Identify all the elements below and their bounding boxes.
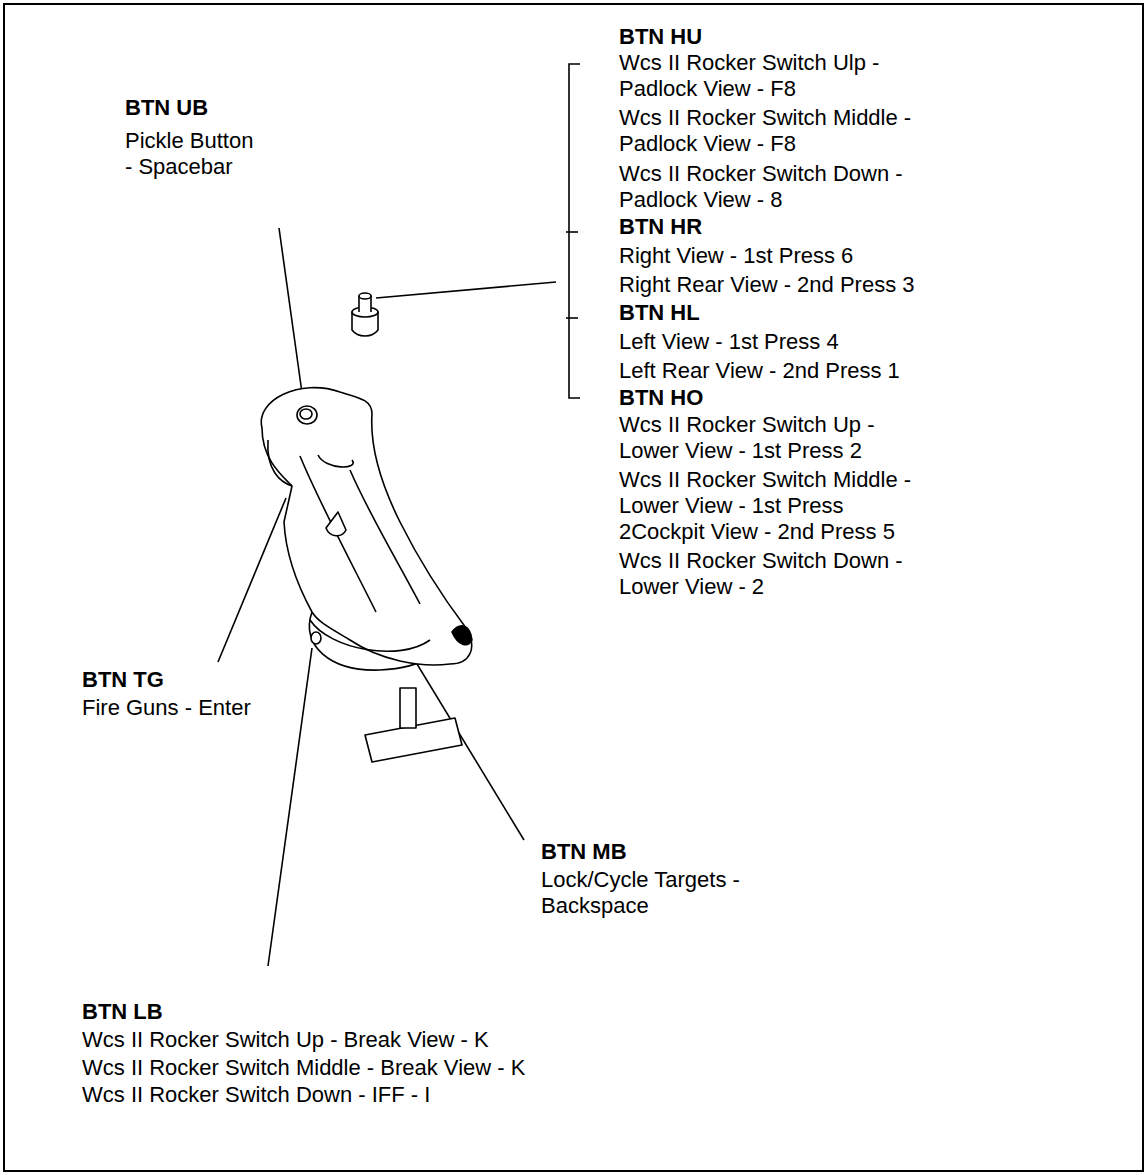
function-label: Right View - 1st Press 6 — [619, 243, 853, 269]
button-name: BTN HU — [619, 24, 702, 50]
function-label: Backspace — [541, 893, 649, 919]
function-label: Lock/Cycle Targets - — [541, 867, 740, 893]
function-label: Wcs II Rocker Switch Middle - — [619, 467, 911, 493]
button-name: BTN TG — [82, 667, 164, 693]
function-label: Wcs II Rocker Switch Down - — [619, 161, 903, 187]
button-name: BTN UB — [125, 95, 208, 121]
function-label: Fire Guns - Enter — [82, 695, 251, 721]
function-label: 2Cockpit View - 2nd Press 5 — [619, 519, 895, 545]
function-label: Wcs II Rocker Switch Up - — [619, 412, 874, 438]
function-label: Wcs II Rocker Switch Up - Break View - K — [82, 1027, 489, 1053]
function-label: Wcs II Rocker Switch Ulp - — [619, 50, 879, 76]
frame — [4, 4, 1143, 1171]
leader-lines — [218, 228, 556, 966]
function-label: Lower View - 1st Press — [619, 493, 844, 519]
function-label: Right Rear View - 2nd Press 3 — [619, 272, 915, 298]
function-label: Padlock View - 8 — [619, 187, 782, 213]
function-label: Wcs II Rocker Switch Down - IFF - I — [82, 1082, 430, 1108]
function-label: Lower View - 2 — [619, 574, 764, 600]
function-label: - Spacebar — [125, 154, 233, 180]
joystick — [261, 293, 472, 762]
function-label: Wcs II Rocker Switch Middle - Break View… — [82, 1055, 525, 1081]
button-name: BTN HR — [619, 214, 702, 240]
function-label: Left View - 1st Press 4 — [619, 329, 839, 355]
button-name: BTN HO — [619, 385, 703, 411]
function-label: Pickle Button — [125, 128, 253, 154]
function-label: Wcs II Rocker Switch Middle - — [619, 105, 911, 131]
function-label: Wcs II Rocker Switch Down - — [619, 548, 903, 574]
function-label: Padlock View - F8 — [619, 131, 796, 157]
function-label: Left Rear View - 2nd Press 1 — [619, 358, 900, 384]
button-name: BTN LB — [82, 999, 163, 1025]
bracket — [566, 64, 580, 398]
function-label: Lower View - 1st Press 2 — [619, 438, 862, 464]
button-name: BTN HL — [619, 300, 700, 326]
button-name: BTN MB — [541, 839, 627, 865]
function-label: Padlock View - F8 — [619, 76, 796, 102]
